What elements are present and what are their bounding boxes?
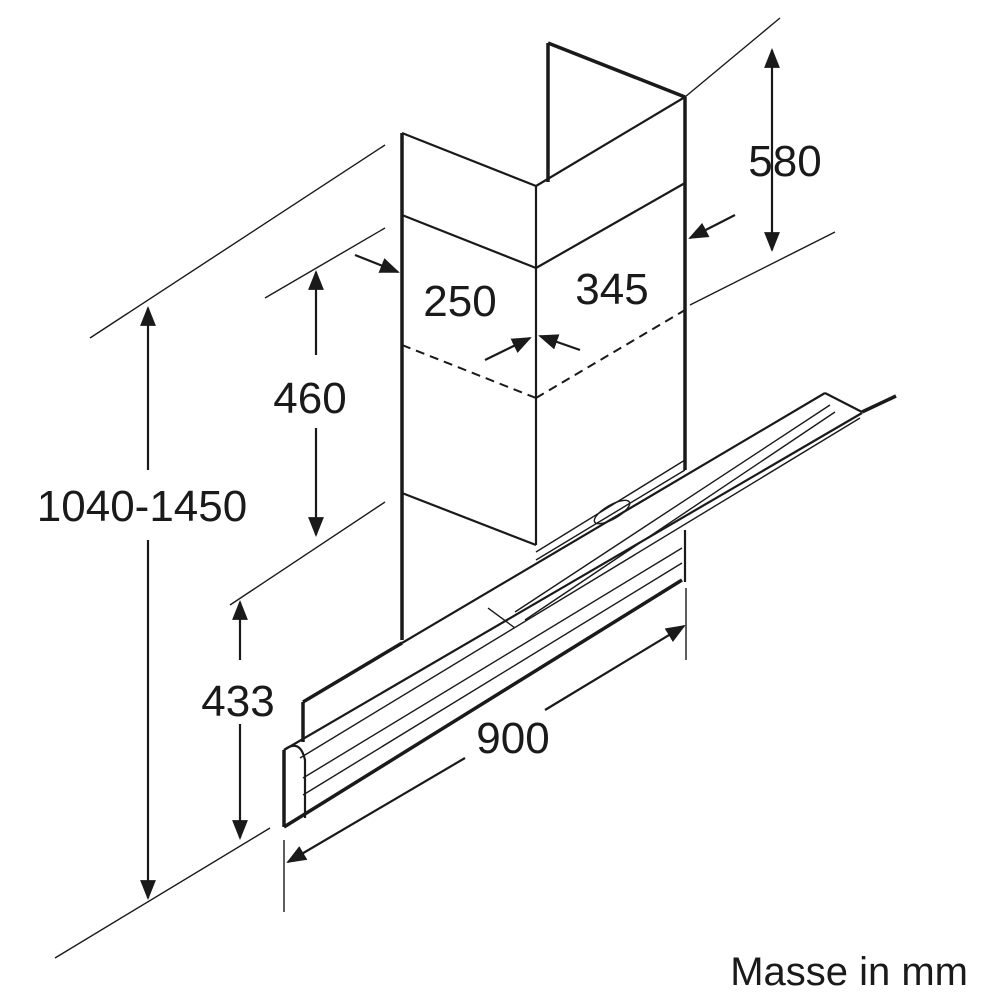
label-1040-1450: 1040-1450 <box>37 482 247 531</box>
dimension-460 <box>229 227 386 606</box>
units-caption: Masse in mm <box>730 950 968 994</box>
hood-glass-outline <box>282 392 897 829</box>
label-345: 345 <box>575 265 648 314</box>
label-250: 250 <box>423 277 496 326</box>
dimension-580 <box>684 17 836 306</box>
label-460: 460 <box>273 374 346 423</box>
label-433: 433 <box>201 677 274 726</box>
dimension-1040-1450 <box>54 144 386 959</box>
label-580: 580 <box>748 137 821 186</box>
dimension-250-345 <box>354 253 581 361</box>
dimension-900 <box>283 588 687 912</box>
label-900: 900 <box>476 714 549 763</box>
chimney-outline <box>400 41 687 640</box>
